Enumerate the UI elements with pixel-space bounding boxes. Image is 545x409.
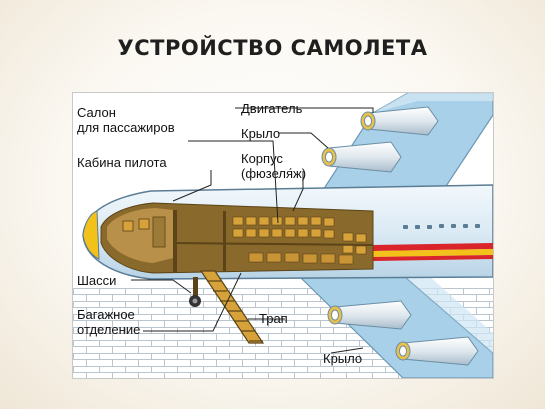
airplane-illustration	[73, 93, 493, 378]
label-engine: Двигатель	[241, 101, 303, 116]
label-wing-bottom: Крыло	[323, 351, 363, 366]
fuselage-windows	[403, 224, 480, 229]
airplane-diagram: Салон для пассажиров Кабина пилота Двига…	[72, 92, 494, 379]
boarding-ladder	[199, 270, 265, 344]
label-chassis: Шасси	[77, 273, 117, 288]
leader-lines	[131, 107, 374, 354]
label-ladder: Трап	[259, 311, 288, 326]
yellow-stripe	[373, 249, 493, 257]
label-wing-top: Крыло	[241, 126, 281, 141]
cargo-boxes	[248, 252, 354, 265]
landing-gear	[189, 277, 201, 307]
page-title: УСТРОЙСТВО САМОЛЕТА	[117, 36, 428, 60]
label-cockpit: Кабина пилота	[77, 155, 167, 170]
red-stripe	[373, 243, 493, 251]
upper-engine-2	[321, 141, 402, 173]
nose	[82, 210, 100, 260]
passenger-seats	[232, 216, 367, 255]
label-body: Корпус (фюзеля́ж)	[241, 151, 307, 181]
lower-engine-1	[327, 300, 412, 330]
label-cargo: Багажное отделение	[77, 307, 141, 337]
upper-engine-1	[360, 106, 439, 136]
label-salon: Салон для пассажиров	[77, 105, 175, 135]
lower-engine-2	[395, 336, 479, 366]
